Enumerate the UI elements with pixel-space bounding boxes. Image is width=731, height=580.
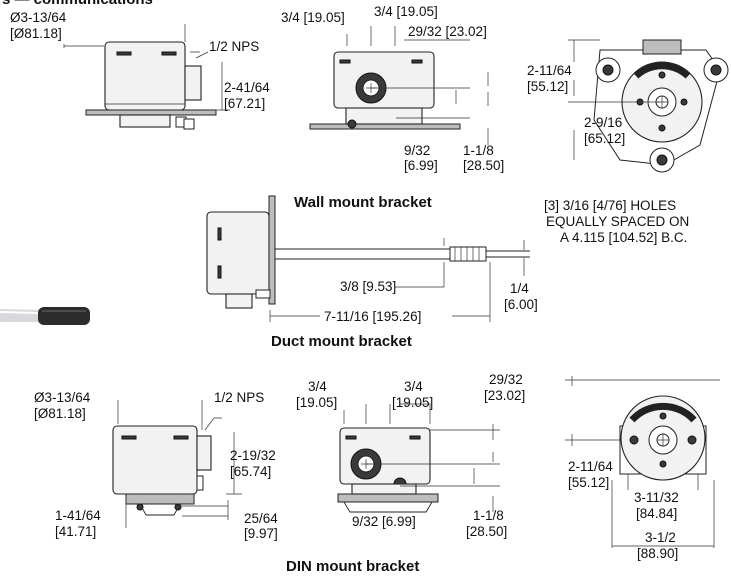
duct-mount-view [206,195,530,322]
din-front-center: 3/4 [404,379,423,394]
wall-top-upper: 2-11/64 [527,63,572,78]
wall-top-note-3: A 4.115 [104.52] B.C. [560,230,687,245]
din-side-height: 2-19/32 [230,448,276,463]
wall-side-height: 2-41/64 [224,80,270,95]
duct-mount-caption: Duct mount bracket [271,333,412,350]
duct-tip: 1/4 [510,281,529,296]
wall-top-view [568,39,729,173]
wall-top-upper-mm: [55.12] [527,79,568,94]
duct-length: 7-11/16 [195.26] [324,309,421,324]
din-top-width: 3-11/32 [634,490,679,505]
wall-front-depth-mm: [28.50] [463,158,504,173]
din-front-left-mm: [19.05] [296,395,337,410]
din-side-nps: 1/2 NPS [214,390,264,405]
wall-front-center: 3/4 [19.05] [374,4,438,19]
wall-top-lower: 2-9/16 [584,115,622,130]
din-side-rail-mm: [9.97] [244,526,278,541]
din-front-view [337,403,500,513]
din-front-left: 3/4 [308,379,327,394]
wall-side-dia-mm: [Ø81.18] [10,26,62,41]
din-side-base-mm: [41.71] [55,524,96,539]
din-top-side-mm: [55.12] [568,475,609,490]
din-top-view [565,376,720,548]
duct-tip-mm: [6.00] [504,297,538,312]
din-top-overall: 3-1/2 [645,530,676,545]
din-front-right-mm: [23.02] [484,388,525,403]
din-top-side: 2-11/64 [568,459,613,474]
din-front-right: 29/32 [489,372,523,387]
din-front-depth: 1-1/8 [473,508,504,523]
din-front-low: 9/32 [6.99] [352,514,416,529]
wall-front-left: 3/4 [19.05] [281,10,345,25]
din-side-base: 1-41/64 [55,508,101,523]
din-side-dia: Ø3-13/64 [34,390,91,405]
din-mount-caption: DIN mount bracket [286,558,419,575]
wall-front-view [309,26,489,145]
wall-top-note-1: [3] 3/16 [4/76] HOLES [544,198,676,213]
sensor-probe-image [0,307,90,325]
wall-front-low-mm: [6.99] [404,158,438,173]
wall-front-low: 9/32 [404,143,430,158]
wall-side-view [63,24,230,130]
din-top-width-mm: [84.84] [636,506,677,521]
wall-mount-caption: Wall mount bracket [294,194,432,211]
din-side-height-mm: [65.74] [230,464,271,479]
wall-top-lower-mm: [65.12] [584,131,625,146]
wall-side-height-mm: [67.21] [224,96,265,111]
din-side-rail: 25/64 [244,511,278,526]
din-side-view [112,400,242,528]
section-title: s — communications [2,0,153,8]
wall-side-nps: 1/2 NPS [209,39,259,54]
din-side-dia-mm: [Ø81.18] [34,406,86,421]
din-front-depth-mm: [28.50] [466,524,507,539]
wall-side-dia: Ø3-13/64 [10,10,67,25]
din-front-center-mm: [19.05] [392,395,433,410]
din-top-overall-mm: [88.90] [637,546,678,561]
wall-top-note-2: EQUALLY SPACED ON [546,214,689,229]
wall-front-depth: 1-1/8 [463,143,494,158]
wall-front-right: 29/32 [23.02] [408,24,487,39]
duct-probe: 3/8 [9.53] [340,279,396,294]
